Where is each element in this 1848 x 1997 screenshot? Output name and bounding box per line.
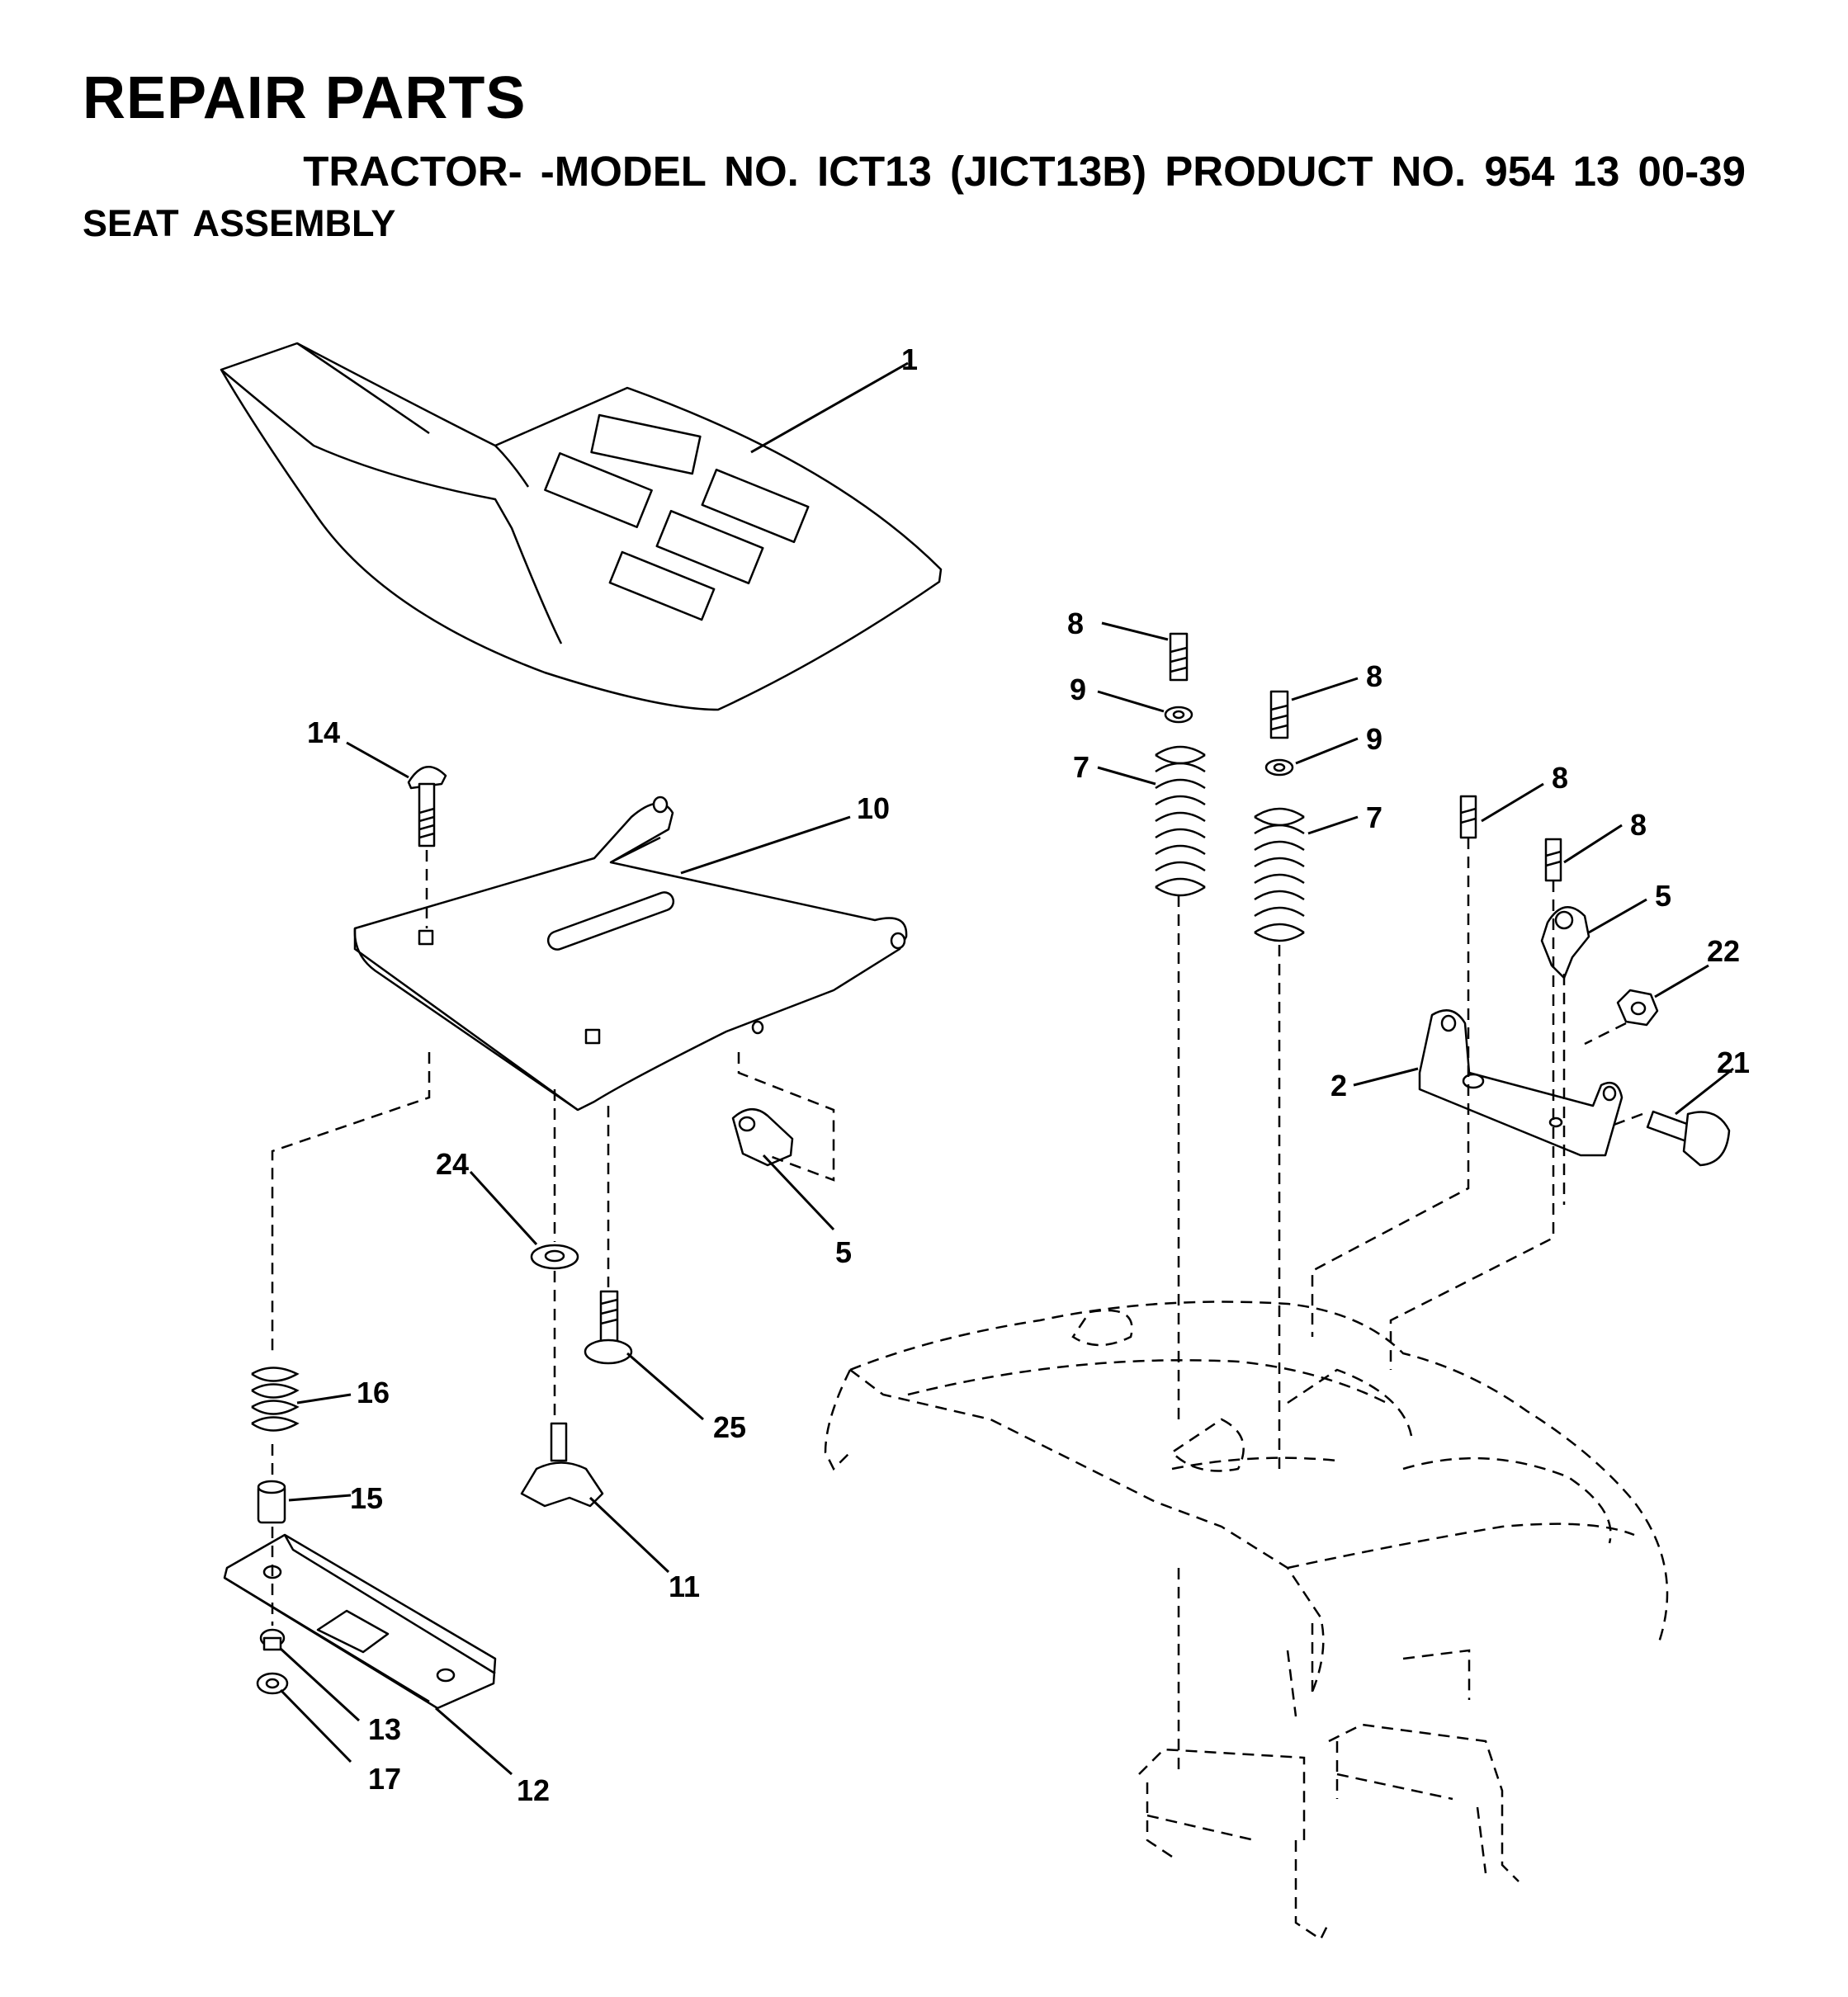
callout-14: 14 [307, 715, 340, 749]
callout-8b: 8 [1366, 659, 1382, 693]
callout-8d: 8 [1630, 808, 1647, 842]
callout-9a: 9 [1070, 673, 1086, 706]
assembly-centerlines [271, 838, 1643, 1774]
callout-10: 10 [857, 791, 890, 825]
model-subtitle: TRACTOR- -MODEL NO. ICT13 (JICT13B) PROD… [303, 148, 1746, 195]
callout-13: 13 [368, 1712, 401, 1746]
callout-7b: 7 [1366, 800, 1382, 834]
seat-bracket [1353, 1009, 1623, 1157]
callout-5a: 5 [835, 1235, 852, 1269]
compression-spring-small [251, 1367, 352, 1432]
callout-21: 21 [1717, 1046, 1750, 1079]
callout-16: 16 [357, 1376, 390, 1409]
seat-pan [353, 795, 908, 1112]
callout-8c: 8 [1552, 761, 1568, 795]
carriage-bolt [346, 741, 447, 847]
bracket-bolts [1459, 782, 1623, 882]
callout-9b: 9 [1366, 722, 1382, 756]
slide-plate [223, 1533, 513, 1776]
retainer-clip-left [731, 1108, 835, 1231]
seat-adjust-knob [520, 1422, 670, 1574]
callout-8a: 8 [1067, 607, 1084, 640]
seat-cushion [220, 342, 943, 711]
spacer-bushing [257, 1480, 352, 1524]
section-title: SEAT ASSEMBLY [83, 202, 396, 244]
callout-24: 24 [436, 1147, 469, 1181]
callout-25: 25 [713, 1410, 746, 1444]
hex-nut-22 [1616, 964, 1709, 1027]
shoulder-bolt-21 [1646, 1067, 1734, 1167]
callout-5b: 5 [1655, 879, 1671, 913]
callout-1: 1 [901, 342, 918, 376]
spring-stack-left [1097, 621, 1206, 897]
callout-7a: 7 [1073, 750, 1089, 784]
page-title: REPAIR PARTS [83, 65, 527, 131]
flat-washer [469, 1170, 579, 1270]
callout-labels: 1 8 9 7 8 9 7 8 8 5 22 21 2 14 10 24 5 1… [307, 342, 1750, 1807]
retainer-clip-right [1540, 898, 1647, 980]
callout-22: 22 [1707, 934, 1740, 968]
spring-stack-right [1254, 677, 1359, 942]
callout-2: 2 [1330, 1069, 1347, 1102]
callout-17: 17 [368, 1762, 401, 1796]
shoulder-bolt [584, 1290, 704, 1421]
callout-11: 11 [669, 1570, 700, 1603]
callout-12: 12 [517, 1773, 550, 1807]
callout-15: 15 [350, 1481, 383, 1515]
hex-nuts [256, 1628, 361, 1763]
tractor-fender [824, 1301, 1669, 1941]
